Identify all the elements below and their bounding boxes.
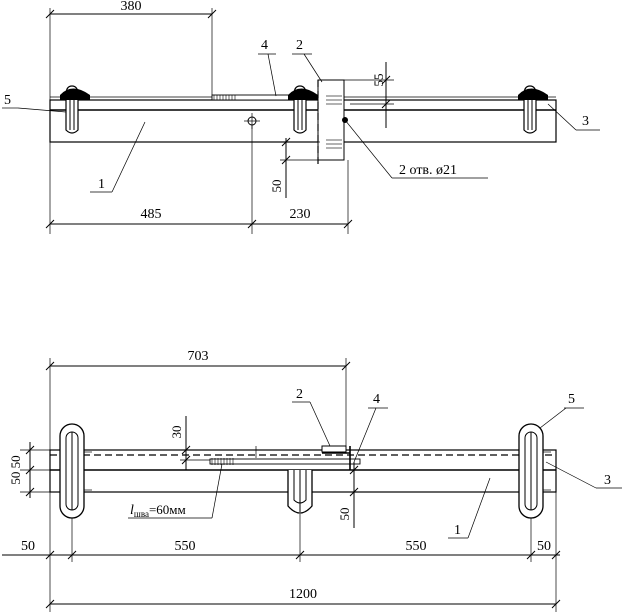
top-callout-5: 5: [2, 93, 67, 113]
dim-50-right-text: 50: [337, 508, 352, 521]
bottom-callout-2-text: 2: [296, 387, 303, 402]
bottom-callout-5-text: 5: [568, 392, 575, 407]
dim-230-text: 230: [290, 207, 311, 222]
dim-485-230: 485 230: [45, 125, 353, 234]
dim-485-text: 485: [141, 207, 162, 222]
dim-550-a-text: 550: [175, 539, 196, 554]
bottom-view: 703 30 50 50 50: [2, 349, 622, 612]
bottom-weld-note: lшва=60мм: [128, 463, 223, 519]
bottom-strip-part-4: [209, 458, 361, 465]
dim-50-50: 50 50: [8, 442, 60, 498]
bottom-callout-3-text: 3: [604, 473, 611, 488]
dim-380-text: 380: [121, 0, 142, 14]
top-plate-hatch: [326, 95, 342, 149]
dim-55-text: 55: [371, 74, 386, 87]
top-callout-1-text: 1: [98, 177, 105, 192]
top-callout-3-text: 3: [582, 114, 589, 129]
dim-380: 380: [45, 0, 217, 100]
top-callout-5-text: 5: [4, 93, 11, 108]
dim-1200: 1200: [45, 492, 561, 612]
bottom-callout-1: 1: [448, 477, 491, 539]
dim-50-top: 50: [269, 137, 320, 198]
top-hole-center: [244, 113, 260, 129]
bottom-clamp-right: [518, 423, 551, 519]
weld-value: =60мм: [149, 502, 186, 517]
bottom-callout-5: 5: [539, 392, 584, 429]
dim-chain: 50 550 550 50: [2, 492, 561, 562]
dim-50-top-text: 50: [269, 180, 284, 193]
top-holes-note-text: 2 отв. ø21: [399, 163, 457, 178]
dim-50-50-text: 50 50: [8, 455, 23, 484]
top-callout-4-text: 4: [261, 38, 268, 53]
top-callout-2: 2: [292, 38, 323, 83]
bottom-callout-3: 3: [545, 461, 622, 489]
top-clamp-right: [518, 85, 548, 134]
top-callout-4: 4: [258, 38, 277, 97]
bottom-clamp-middle: [287, 470, 313, 514]
top-holes-note: 2 отв. ø21: [344, 119, 488, 179]
bottom-callout-1-text: 1: [454, 523, 461, 538]
bottom-callout-4-text: 4: [373, 392, 380, 407]
dim-30: 30: [169, 416, 210, 470]
dim-703: 703: [45, 349, 351, 450]
bottom-weld-hatch: [211, 458, 234, 465]
dim-55: 55: [344, 62, 394, 128]
dim-50-end-text: 50: [537, 539, 551, 554]
top-view: 380 55 50 485: [2, 0, 600, 234]
bottom-callout-4: 4: [353, 392, 388, 463]
weld-symbol: l: [130, 503, 134, 518]
top-callout-2-text: 2: [296, 38, 303, 53]
dim-50-right: 50: [337, 462, 362, 528]
bottom-callout-2: 2: [292, 387, 331, 447]
top-weld-hatch: [213, 95, 236, 100]
dim-50-left-text: 50: [21, 539, 35, 554]
dim-30-text: 30: [169, 426, 184, 439]
bottom-plate-part-2: [321, 445, 347, 453]
top-clamp-middle: [288, 85, 318, 134]
weld-subscript: шва: [134, 509, 149, 519]
bottom-weld-note-text: lшва=60мм: [130, 502, 186, 519]
top-clamp-left: [60, 85, 90, 134]
top-callout-3: 3: [547, 103, 600, 131]
dim-1200-text: 1200: [289, 587, 317, 602]
bottom-clamp-left: [59, 423, 92, 519]
dim-550-b-text: 550: [406, 539, 427, 554]
top-callout-1: 1: [90, 121, 146, 193]
dim-703-text: 703: [188, 349, 209, 364]
